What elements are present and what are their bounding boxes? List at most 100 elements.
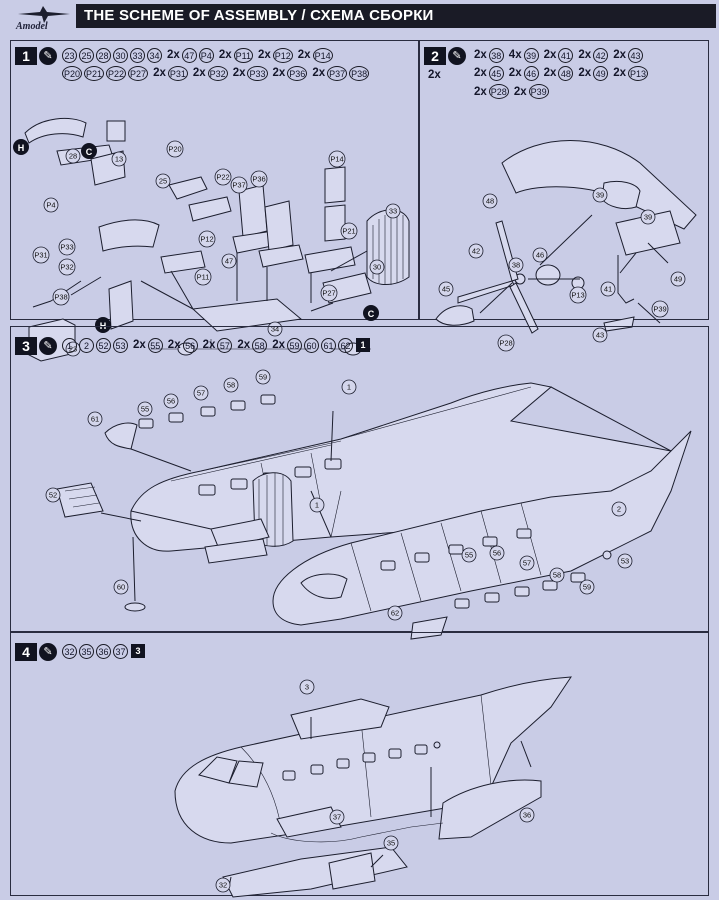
part-callout: 48 [482, 193, 498, 209]
svg-text:37: 37 [333, 813, 341, 822]
svg-text:49: 49 [674, 275, 682, 284]
part-number-badge: 33 [130, 47, 145, 63]
svg-text:P12: P12 [200, 235, 213, 244]
svg-text:56: 56 [167, 397, 175, 406]
part-callout: 56 [163, 393, 179, 409]
extra-multiplier: 2x [428, 69, 441, 81]
part-multiplier: 2x [133, 339, 146, 352]
svg-text:48: 48 [486, 197, 494, 206]
part-multiplier: 2x [153, 67, 166, 80]
part-number-badge: 56 [182, 337, 198, 353]
part-number-badge: 28 [96, 47, 111, 63]
svg-text:28: 28 [69, 152, 77, 161]
part-callout: 61 [87, 411, 103, 427]
part-callout: 41 [600, 281, 616, 297]
part-number-badge: 43 [627, 47, 643, 63]
part-number-badge: 49 [593, 65, 609, 81]
svg-text:P39: P39 [653, 305, 666, 314]
svg-text:1: 1 [347, 383, 351, 392]
svg-text:P32: P32 [60, 263, 73, 272]
part-number-badge: P38 [349, 65, 370, 81]
part-number-badge: 45 [488, 65, 504, 81]
reference-step-badge: 1 [355, 338, 370, 353]
part-number-badge: P39 [528, 84, 549, 100]
part-multiplier: 2x [578, 67, 592, 80]
svg-text:42: 42 [472, 247, 480, 256]
svg-text:P36: P36 [252, 175, 265, 184]
part-callout: 42 [468, 243, 484, 259]
svg-text:57: 57 [197, 389, 205, 398]
part-multiplier: 2x [474, 85, 487, 98]
part-number-badge: 60 [303, 337, 319, 353]
part-number-badge: P20 [62, 65, 83, 81]
svg-text:1: 1 [315, 501, 319, 510]
part-callout: 57 [193, 385, 209, 401]
part-callout: P33 [58, 238, 76, 256]
svg-text:33: 33 [389, 207, 397, 216]
part-callout: 13 [111, 151, 127, 167]
svg-text:P13: P13 [571, 291, 584, 300]
part-callout: P36 [250, 170, 268, 188]
part-number-badge: P12 [272, 47, 293, 63]
part-callout: 58 [549, 567, 565, 583]
part-callout: 39 [592, 187, 608, 203]
part-number-badge: P36 [287, 65, 308, 81]
glue-icon: ✎ [39, 47, 57, 65]
part-number-badge: P4 [198, 47, 214, 63]
svg-text:36: 36 [523, 811, 531, 820]
svg-text:P27: P27 [322, 289, 335, 298]
part-multiplier: 2x [167, 339, 181, 352]
step-number: 3 [15, 337, 37, 355]
part-callout: P37 [230, 176, 248, 194]
part-number-badge: 58 [252, 337, 268, 353]
step-number: 2 [424, 47, 446, 65]
svg-text:59: 59 [259, 373, 267, 382]
part-number-badge: 41 [558, 47, 574, 63]
part-number-badge: P28 [488, 84, 509, 100]
part-multiplier: 2x [474, 67, 487, 80]
part-callout: 55 [137, 401, 153, 417]
svg-text:59: 59 [583, 583, 591, 592]
part-callout: P31 [32, 246, 50, 264]
part-callout: P27 [320, 284, 338, 302]
svg-text:13: 13 [115, 155, 123, 164]
svg-text:58: 58 [553, 571, 561, 580]
part-callout: 28 [65, 148, 81, 164]
part-number-badge: 1 [62, 337, 77, 353]
part-number-badge: P27 [128, 65, 149, 81]
part-number-badge: 53 [113, 337, 128, 353]
part-callout: P4 [43, 197, 59, 213]
svg-text:P28: P28 [499, 339, 512, 348]
svg-text:41: 41 [604, 285, 612, 294]
part-callout: 55 [461, 547, 477, 563]
step-number: 1 [15, 47, 37, 65]
part-callout: 30 [369, 259, 385, 275]
part-number-badge: 46 [523, 65, 539, 81]
svg-text:61: 61 [91, 415, 99, 424]
part-callout: P14 [328, 150, 346, 168]
svg-text:52: 52 [49, 491, 57, 500]
title-bar: THE SCHEME OF ASSEMBLY / СХЕМА СБОРКИ [76, 4, 716, 28]
part-number-badge: 34 [147, 47, 162, 63]
amodel-logo-icon [18, 6, 70, 23]
glue-icon: ✎ [448, 47, 466, 65]
part-number-badge: P11 [233, 47, 253, 63]
page-header: Amodel THE SCHEME OF ASSEMBLY / СХЕМА СБ… [0, 0, 719, 34]
part-number-badge: 39 [523, 47, 539, 63]
page-title: THE SCHEME OF ASSEMBLY / СХЕМА СБОРКИ [84, 7, 434, 24]
part-callout: 53 [617, 553, 633, 569]
part-callout: 32 [215, 877, 231, 893]
part-callout: P21 [340, 222, 358, 240]
part-multiplier: 2x [543, 67, 557, 80]
part-callout: 58 [223, 377, 239, 393]
part-callout: P28 [497, 334, 515, 352]
